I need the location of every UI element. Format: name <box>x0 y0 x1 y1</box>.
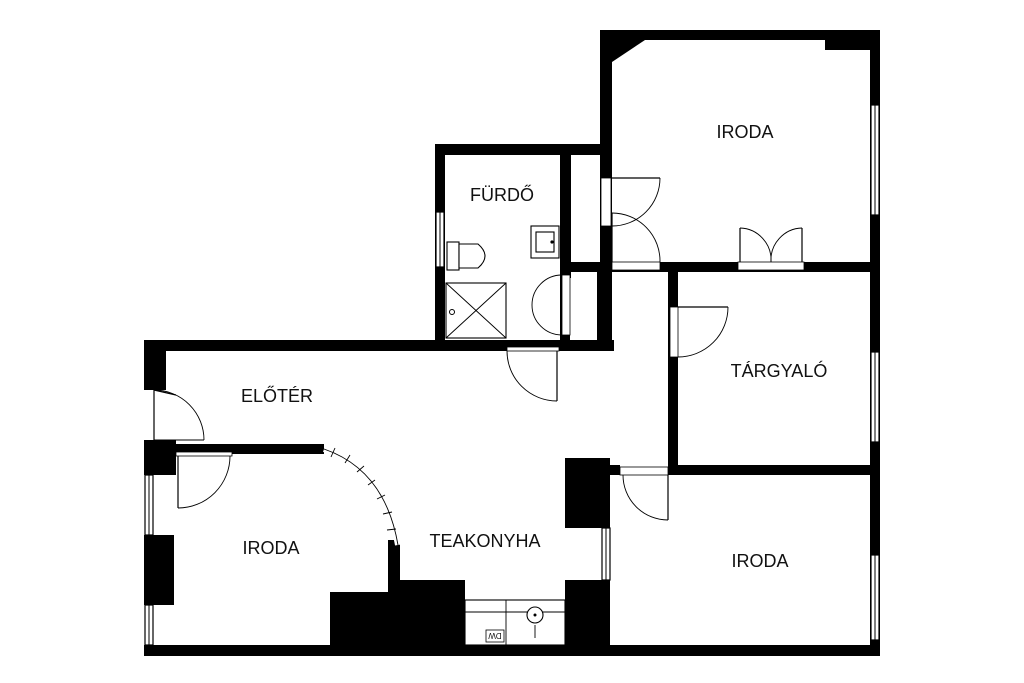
room-label-iroda-top: IRODA <box>716 122 773 142</box>
wall-top-office-corner-left <box>612 40 645 62</box>
room-label-furdo: FÜRDŐ <box>470 184 534 205</box>
shower-icon <box>445 282 507 339</box>
window-top-office-right <box>870 104 880 216</box>
room-label-iroda-right: IRODA <box>731 551 788 571</box>
door-double <box>737 227 805 271</box>
wall-left-seg-3 <box>144 535 174 605</box>
door-left-office <box>175 451 233 509</box>
window-left-office-1 <box>144 474 154 536</box>
room-label-eloter: ELŐTÉR <box>241 385 313 406</box>
wall-right-outer <box>870 30 880 656</box>
wall-left-office-top <box>144 444 324 454</box>
window-bath-left <box>435 211 445 268</box>
kitchen-sink-icon <box>526 606 544 638</box>
wall-top-office-corner-right <box>825 40 870 50</box>
door-bathroom-entry <box>506 346 560 402</box>
door-bath-inner <box>531 274 571 336</box>
wall-bottom <box>144 645 880 656</box>
wall-main-left <box>144 340 166 390</box>
kitchen-counter <box>464 599 566 646</box>
wall-right-office-top <box>600 465 620 475</box>
wall-top-office-top <box>600 30 880 40</box>
door-right-office <box>619 466 669 521</box>
window-kitchen-partition <box>601 527 611 581</box>
wall-main-top <box>144 340 614 351</box>
dishwasher-icon: DW <box>485 629 505 643</box>
wall-bath-bottom <box>560 262 612 272</box>
window-right-office-right <box>870 554 880 641</box>
window-left-office-2 <box>144 604 154 646</box>
door-top-office-1 <box>600 177 661 227</box>
washbasin-icon <box>530 225 560 259</box>
wall-bath-top <box>435 144 605 155</box>
room-labels: IRODA FÜRDŐ TÁRGYALÓ ELŐTÉR TEAKONYHA IR… <box>241 122 827 571</box>
room-label-teakonyha: TEAKONYHA <box>429 531 540 551</box>
windows <box>144 104 880 646</box>
room-label-targyalo: TÁRGYALÓ <box>731 360 828 381</box>
wall-kitchen-block <box>330 580 465 650</box>
fixtures: DW <box>445 225 566 646</box>
wall-bath-inner <box>560 150 571 278</box>
wall-pillar-lower <box>565 580 610 650</box>
door-top-office-2 <box>611 212 661 271</box>
doors <box>153 177 805 521</box>
dishwasher-label: DW <box>488 631 502 640</box>
room-label-iroda-left: IRODA <box>242 538 299 558</box>
curved-glass-partition <box>323 446 401 546</box>
door-targyalo <box>669 306 729 358</box>
wall-targyalo-bottom <box>668 465 880 475</box>
wall-closet-right <box>597 262 612 342</box>
toilet-icon <box>446 241 486 271</box>
door-entrance <box>153 389 205 441</box>
wall-targyalo-left <box>668 262 678 472</box>
window-targyalo-right <box>870 351 880 443</box>
